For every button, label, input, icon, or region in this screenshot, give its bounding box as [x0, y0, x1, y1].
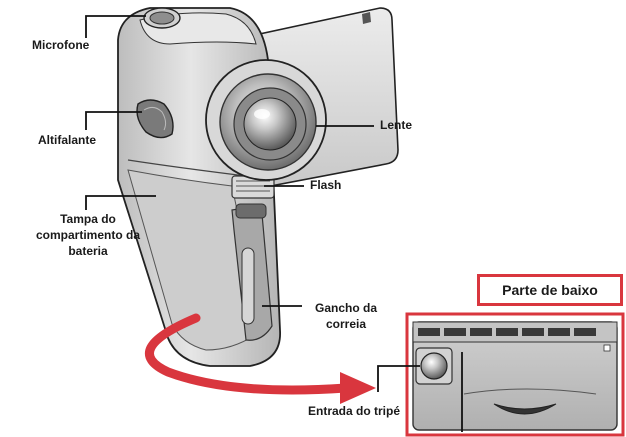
- label-tripod-socket: Entrada do tripé: [308, 404, 401, 418]
- label-battery-cover-line-2: compartimento da: [35, 228, 140, 242]
- leader-microphone: [85, 15, 146, 38]
- label-flash: Flash: [310, 178, 342, 192]
- bottom-view-arrow: [145, 313, 376, 404]
- label-lens: Lente: [380, 118, 413, 132]
- bottom-view-title: Parte de baixo: [477, 274, 623, 306]
- leader-tripod-socket: [377, 365, 420, 392]
- label-strap-hook-line-1: Gancho da: [314, 301, 377, 315]
- leader-lines: [85, 15, 463, 432]
- leader-battery-cover: [85, 195, 156, 210]
- label-battery-cover-line-3: bateria: [68, 244, 108, 258]
- bottom-view-panel: [405, 312, 625, 437]
- microphone-grille: [143, 7, 181, 29]
- label-battery-cover-line-1: Tampa do: [60, 212, 116, 226]
- label-microphone: Microfone: [32, 38, 90, 52]
- label-speaker: Altifalante: [38, 133, 97, 147]
- lens-assembly: [205, 59, 327, 181]
- leader-speaker: [85, 111, 142, 130]
- speaker-grille: [136, 99, 174, 139]
- label-strap-hook-line-2: correia: [325, 317, 367, 331]
